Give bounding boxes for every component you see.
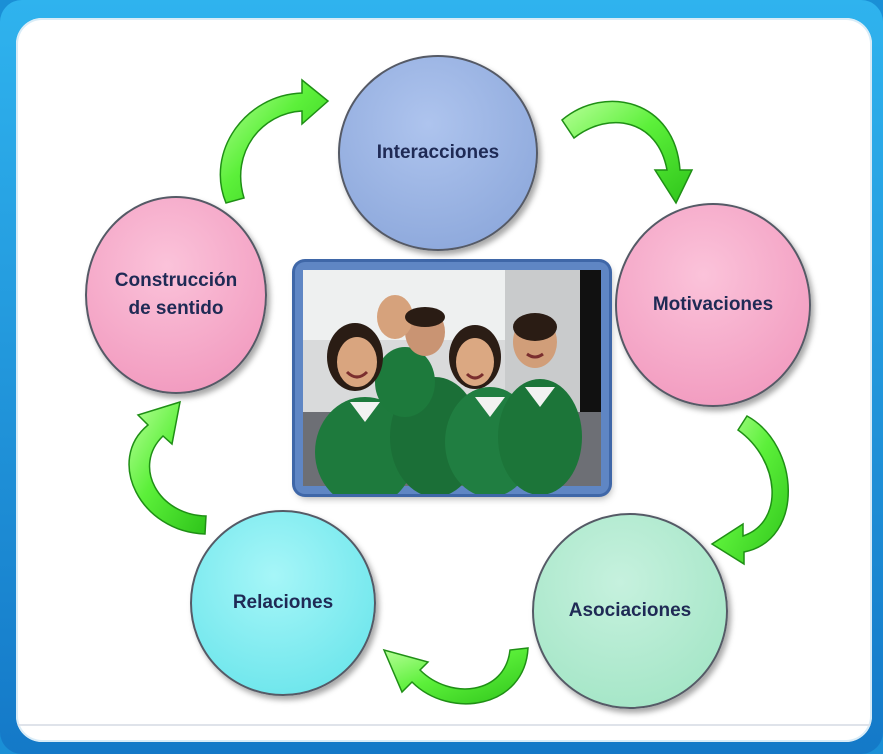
- arrow-construccion-to-interacciones: [219, 78, 330, 204]
- node-asociaciones: Asociaciones: [532, 513, 728, 709]
- node-relaciones: Relaciones: [190, 510, 376, 696]
- arrow-asociaciones-to-relaciones: [382, 647, 529, 705]
- node-motivaciones-label: Motivaciones: [652, 294, 774, 315]
- arrow-motivaciones-to-asociaciones: [710, 415, 789, 566]
- arrow-interacciones-to-motivaciones: [561, 100, 694, 205]
- photo-illustration: [303, 270, 601, 494]
- node-relaciones-label: Relaciones: [232, 592, 334, 613]
- node-construccion-de-sentido: Construcción de sentido: [85, 196, 267, 394]
- node-construccion-label: Construcción de sentido: [114, 270, 238, 319]
- divider-line: [16, 724, 872, 726]
- node-motivaciones: Motivaciones: [615, 203, 811, 407]
- node-interacciones: Interacciones: [338, 55, 538, 251]
- arrow-relaciones-to-construccion: [128, 400, 207, 535]
- node-asociaciones-label: Asociaciones: [568, 600, 692, 621]
- node-interacciones-label: Interacciones: [376, 142, 500, 163]
- children-photo: [295, 262, 609, 494]
